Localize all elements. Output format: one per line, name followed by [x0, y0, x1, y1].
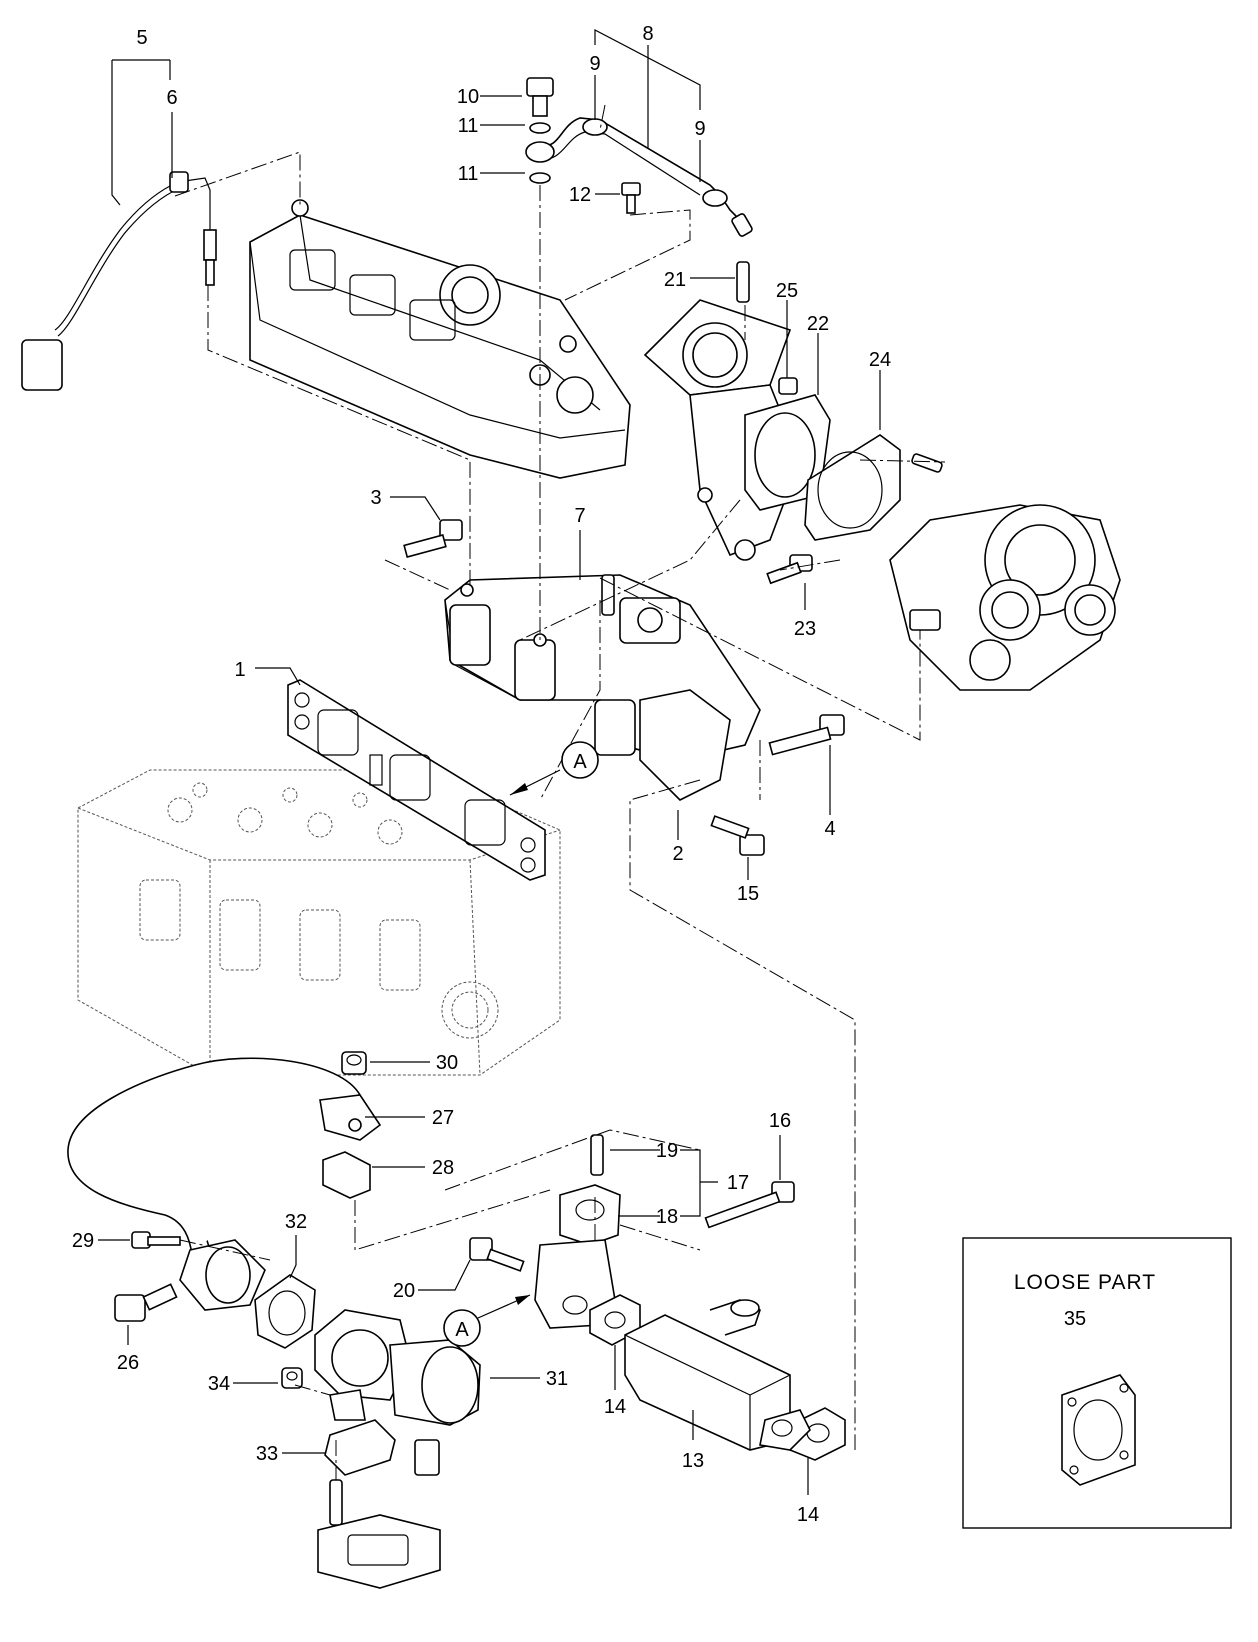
callout-21: 21	[664, 269, 686, 291]
washer-upper	[529, 122, 551, 134]
egr-base-plate-phantom	[317, 1514, 441, 1589]
callout-26: 26	[117, 1352, 139, 1374]
washer-lower	[529, 172, 551, 184]
egr-cooler	[624, 1299, 811, 1451]
callout-11-lower: 11	[458, 163, 479, 185]
exhaust-manifold	[444, 574, 761, 801]
manifold-bolt-long	[768, 714, 845, 756]
turbo-outlet-elbow	[643, 299, 831, 561]
loose-part-title: LOOSE PART	[1014, 1271, 1156, 1294]
flange-bolt	[131, 1231, 181, 1249]
callout-20: 20	[393, 1280, 415, 1302]
callout-9-right: 9	[694, 118, 705, 140]
callout-8: 8	[642, 23, 653, 45]
egr-temperature-sensor	[114, 1283, 178, 1322]
egr-pipe-flange	[179, 1239, 266, 1311]
loose-part-gasket	[1061, 1374, 1136, 1486]
callout-29: 29	[72, 1230, 94, 1252]
elbow-nut	[778, 377, 798, 395]
turbo-gasket	[804, 434, 901, 541]
egr-valve-gasket	[254, 1274, 316, 1349]
elbow-stud	[736, 261, 750, 303]
manifold-bolt-flange	[710, 815, 765, 856]
callout-16: 16	[769, 1110, 791, 1132]
callout-17: 17	[727, 1172, 749, 1194]
callout-2: 2	[672, 843, 683, 865]
callout-19: 19	[656, 1140, 678, 1162]
oil-pipe-assembly	[525, 117, 753, 237]
egr-valve-base-gasket	[324, 1419, 396, 1476]
callout-25: 25	[776, 280, 798, 302]
callout-35: 35	[1064, 1308, 1086, 1330]
callout-18: 18	[656, 1206, 678, 1228]
turbo-stud	[911, 453, 943, 473]
callout-14-upper: 14	[604, 1396, 626, 1418]
egr-pipe-gasket	[322, 1151, 371, 1199]
callout-31: 31	[546, 1368, 568, 1390]
connector-stud	[590, 1134, 604, 1176]
egr-pipe-nut	[341, 1051, 367, 1075]
callout-24: 24	[869, 349, 891, 371]
egr-valve	[314, 1309, 481, 1476]
callout-3: 3	[370, 487, 381, 509]
callout-6: 6	[166, 87, 177, 109]
manifold-bolt-short	[403, 519, 463, 558]
callout-12: 12	[569, 184, 591, 206]
manifold-stud	[601, 574, 615, 616]
elbow-bolt	[766, 554, 813, 585]
callout-34: 34	[208, 1373, 230, 1395]
callout-15: 15	[737, 883, 759, 905]
callout-1: 1	[234, 659, 245, 681]
assembly-center-lines	[174, 104, 946, 1480]
banjo-bolt	[526, 77, 554, 117]
cooler-long-bolt	[704, 1181, 795, 1229]
ref-marker-a-lower-circle	[443, 1309, 481, 1347]
callout-22: 22	[807, 313, 829, 335]
loose-part-panel: LOOSE PART 35	[962, 1237, 1232, 1529]
callout-14-lower: 14	[797, 1504, 819, 1526]
turbocharger	[889, 504, 1121, 691]
callout-4: 4	[824, 818, 835, 840]
egr-valve-nut	[281, 1367, 303, 1389]
callout-30: 30	[436, 1052, 458, 1074]
callout-11-upper: 11	[458, 115, 479, 137]
egr-valve-stud	[329, 1479, 343, 1526]
cylinder-head-phantom	[77, 769, 561, 1076]
callout-9-left: 9	[589, 53, 600, 75]
egr-pipe	[67, 1057, 382, 1256]
clamp-bolt	[621, 182, 641, 214]
callout-13: 13	[682, 1450, 704, 1472]
callout-28: 28	[432, 1157, 454, 1179]
callout-10: 10	[457, 86, 479, 108]
callout-7: 7	[574, 505, 585, 527]
egr-cooler-connector	[534, 1184, 621, 1329]
callout-labels: 1 2 3 4 5 6 7 8 9 9 10 11 11 12 13 14 14…	[72, 23, 891, 1526]
ref-marker-a-lower: A	[455, 1319, 469, 1341]
callout-23: 23	[794, 618, 816, 640]
callout-5: 5	[136, 27, 147, 49]
reference-arrows	[477, 769, 561, 1319]
connector-bolt	[469, 1237, 525, 1272]
callout-27: 27	[432, 1107, 454, 1129]
callout-32: 32	[285, 1211, 307, 1233]
callout-33: 33	[256, 1443, 278, 1465]
ref-marker-a-upper: A	[573, 751, 587, 773]
exhaust-temperature-sensor	[21, 171, 217, 391]
ref-marker-a-upper-circle	[561, 741, 599, 779]
rocker-cover	[249, 199, 631, 479]
exhaust-manifold-gasket	[287, 679, 546, 881]
leader-lines	[98, 29, 1076, 1495]
